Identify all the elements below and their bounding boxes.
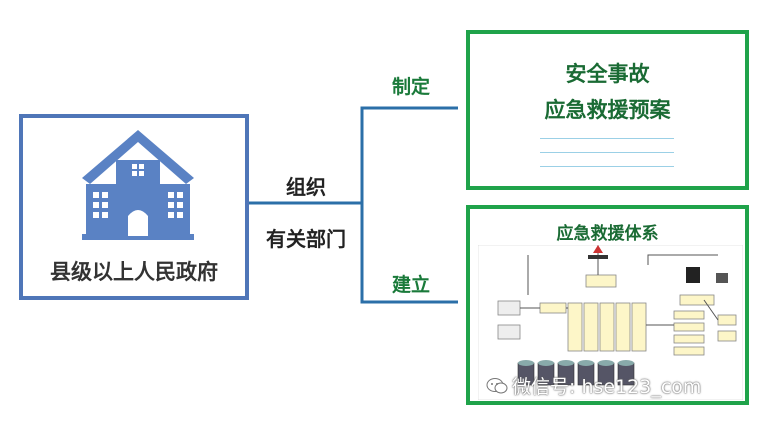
government-label: 县级以上人民政府 [50, 260, 218, 284]
emergency-system-box: 应急救援体系 [466, 205, 749, 405]
system-schematic-image [478, 245, 743, 400]
plan-rule-line [540, 152, 674, 153]
branch-bracket-line [360, 106, 458, 304]
building-icon [82, 130, 194, 240]
plan-rule-line [540, 166, 674, 167]
branch-label-formulate: 制定 [391, 76, 430, 98]
wechat-icon [486, 378, 508, 394]
connector-label-departments: 有关部门 [266, 227, 346, 251]
connector-label-organize: 组织 [286, 175, 326, 199]
emergency-plan-box: 安全事故 应急救援预案 [466, 30, 749, 190]
system-title: 应急救援体系 [556, 224, 659, 244]
plan-rule-line [540, 138, 674, 139]
plan-title-line1: 安全事故 [565, 62, 650, 86]
branch-label-establish: 建立 [391, 274, 430, 296]
plan-title-line2: 应急救援预案 [544, 98, 671, 122]
wechat-watermark: 微信号: hse123_com [512, 376, 702, 398]
government-box: 县级以上人民政府 [19, 114, 249, 300]
